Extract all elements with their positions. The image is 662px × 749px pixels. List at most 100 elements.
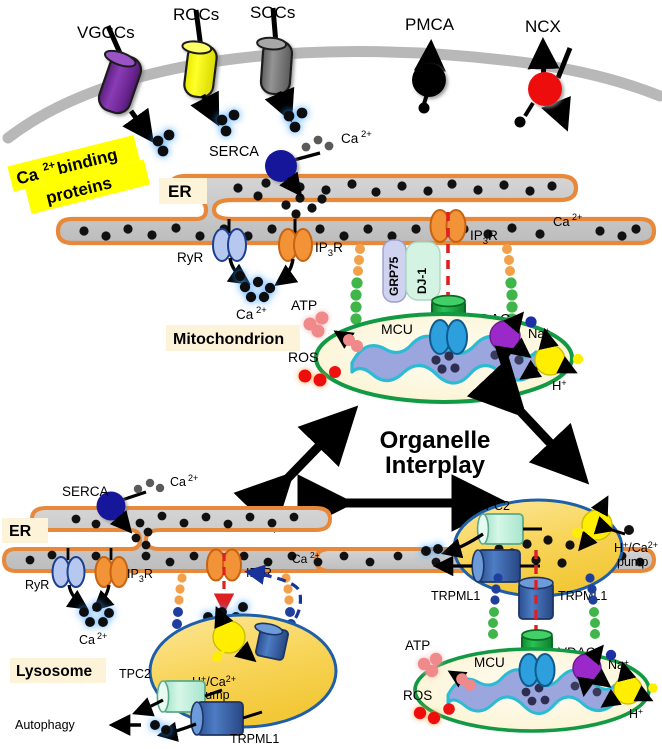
calcium-influx-cluster-vgcc (152, 129, 175, 157)
ros-output-lower-right: ROS (403, 688, 455, 725)
h-ca-pump-lower-right[interactable]: H+/Ca2+ pump (572, 495, 658, 569)
label-h-lower-right: H+ (629, 706, 643, 721)
ryr-channel-lower-left[interactable]: RyR (25, 548, 89, 610)
tag-er-upper: ER (159, 178, 207, 204)
label-dj1: DJ-1 (415, 268, 429, 294)
channel-roc[interactable]: ROCs (173, 5, 220, 127)
svg-text:ER: ER (9, 523, 32, 540)
channel-pmca[interactable]: PMCA (405, 15, 455, 114)
svg-text:2+: 2+ (361, 129, 372, 140)
grp75-dj1-complex[interactable]: GRP75 DJ-1 (382, 239, 441, 303)
label-ca-release-lower-left: Ca 2+ (79, 631, 107, 647)
svg-text:2+: 2+ (41, 159, 56, 174)
serca-pump-upper[interactable]: SERCA (209, 144, 321, 197)
lysosome-mito-tether-right (585, 573, 600, 639)
released-calcium-lower-left (79, 602, 114, 627)
label-serca-lower-left: SERCA (62, 484, 109, 499)
svg-text:ER: ER (168, 182, 192, 201)
svg-text:Ca: Ca (14, 165, 40, 189)
released-calcium-upper (234, 270, 276, 303)
label-ca-upper-cytosol: Ca 2+ (341, 129, 372, 146)
label-ryr-upper: RyR (177, 250, 203, 265)
svg-text:2+: 2+ (310, 550, 320, 560)
calcium-influx-cluster-roc (216, 109, 240, 137)
label-autophagy: Autophagy (15, 718, 76, 732)
calcium-influx-cluster-soc (283, 107, 308, 133)
svg-text:Ca: Ca (79, 633, 95, 647)
label-vgccs: VGCCs (77, 23, 135, 42)
interplay-arrow-upper-right (466, 356, 590, 485)
svg-text:2+: 2+ (97, 631, 107, 641)
label-trpml1-lower-left: TRPML1 (230, 732, 279, 746)
mcu-channel-lower-right[interactable]: MCU (474, 653, 556, 687)
tag-mitochondrion-upper: Mitochondrion (166, 325, 300, 351)
svg-text:Ca: Ca (341, 131, 359, 146)
label-tpc2-lower-left: TPC2 (119, 667, 151, 681)
label-ros-lower-right: ROS (403, 688, 432, 703)
label-grp75: GRP75 (387, 256, 401, 296)
label-ip3r-upper-left: IP3R (315, 240, 343, 259)
ca-binding-proteins-label: Ca 2+ binding proteins (7, 135, 151, 215)
svg-text:Ca: Ca (170, 475, 186, 489)
ryr-channel-upper[interactable]: RyR (177, 219, 251, 285)
label-h-upper: H+ (552, 378, 567, 393)
channel-soc[interactable]: SOCs (250, 3, 295, 123)
label-trpml1-lower-right-left: TRPML1 (431, 589, 480, 603)
h-pump-lower-right[interactable]: H+ (600, 661, 658, 721)
svg-text:Organelle: Organelle (380, 427, 491, 454)
ip3r-channel-upper-left[interactable]: IP3R (274, 219, 343, 286)
cytosolic-calcium-upper (301, 135, 334, 152)
atp-output-lower-right: ATP (405, 638, 476, 691)
svg-text:2+: 2+ (256, 305, 267, 316)
ip3r-channel-upper-right[interactable]: IP3R (429, 209, 499, 247)
ip3r-channel-lower-left[interactable]: IP3R (92, 548, 153, 612)
label-ryr-lower-left: RyR (25, 578, 49, 592)
serca-pump-lower-left[interactable]: SERCA (62, 484, 147, 534)
channel-vgcc[interactable]: VGCCs (77, 23, 154, 144)
tpc2-channel-lower-right[interactable]: TPC2 (440, 499, 542, 559)
svg-text:Mitochondrion: Mitochondrion (173, 331, 284, 348)
label-atp-upper: ATP (291, 297, 317, 313)
svg-text:2+: 2+ (572, 212, 582, 222)
svg-text:Ca: Ca (553, 214, 570, 229)
label-trpml1-lower-right-right: TRPML1 (558, 589, 607, 603)
label-mcu-lower-right: MCU (474, 655, 505, 670)
label-ros-upper: ROS (288, 349, 318, 365)
ros-output-upper: ROS (288, 349, 341, 387)
label-h-ca-pump-lr-2: pump (617, 555, 648, 569)
label-ca-lower-left-cytosol: Ca 2+ (170, 473, 198, 489)
label-atp-lower-right: ATP (405, 638, 430, 653)
mcu-channel-upper[interactable]: MCU (381, 319, 468, 355)
lysosome-mito-tether-left (488, 573, 503, 639)
channel-ncx[interactable]: NCX (514, 17, 573, 132)
label-ip3r-lower-left: IP3R (127, 567, 153, 584)
svg-text:Ca: Ca (236, 307, 254, 322)
svg-text:Ca: Ca (292, 552, 308, 566)
label-socs: SOCs (250, 3, 295, 22)
label-ncx: NCX (525, 17, 561, 36)
trpml1-channel-lower-left-lower[interactable]: TRPML1 (156, 701, 279, 746)
svg-text:Lysosome: Lysosome (16, 663, 92, 680)
interplay-arrow-upper-left (233, 405, 359, 533)
label-rocs: ROCs (173, 5, 219, 24)
na-exchanger-upper[interactable]: Na+ (489, 311, 550, 368)
cytosolic-calcium-lower-left (133, 478, 165, 494)
label-tpc2-lower-right: TPC2 (478, 499, 510, 513)
label-serca-upper: SERCA (209, 144, 259, 160)
tag-lysosome-lower-left: Lysosome (10, 658, 106, 683)
calcium-efflux-lower-right (421, 544, 443, 556)
label-ca-er-right-lower-left: Ca 2+ (292, 550, 320, 566)
label-pmca: PMCA (405, 15, 455, 34)
autophagy-output-lower-left (150, 720, 171, 735)
svg-text:Interplay: Interplay (385, 452, 486, 479)
svg-text:2+: 2+ (188, 473, 198, 483)
label-ip3r-upper-right: IP3R (470, 228, 498, 247)
label-ca-release-upper: Ca 2+ (236, 305, 267, 322)
label-ca-er-right-upper: Ca 2+ (553, 212, 582, 229)
center-label-organelle-interplay: Organelle Interplay (380, 427, 491, 479)
label-h-ca-pump-lr-1: H+/Ca2+ (614, 540, 658, 555)
trpml1-channel-lower-left-upper[interactable] (254, 621, 289, 661)
atp-output-upper: ATP (291, 297, 363, 352)
label-mcu-upper: MCU (381, 321, 413, 337)
